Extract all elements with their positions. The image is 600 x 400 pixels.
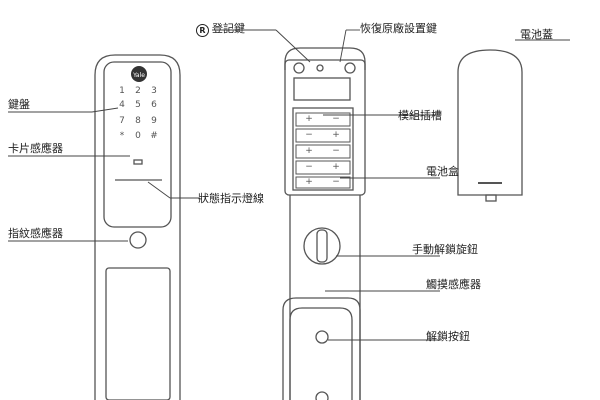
polarity-mark: − (332, 114, 340, 124)
touch-sensor-label: 觸摸感應器 (426, 278, 481, 291)
register-key-text: 登記鍵 (212, 22, 245, 35)
polarity-mark: + (305, 177, 313, 187)
key-star[interactable]: * (119, 131, 125, 141)
unlock-button-label: 解鎖按鈕 (426, 330, 470, 343)
polarity-mark: − (332, 177, 340, 187)
polarity-mark: − (332, 146, 340, 156)
polarity-mark: + (332, 130, 340, 140)
polarity-mark: − (305, 130, 313, 140)
key-2[interactable]: 2 (135, 86, 141, 96)
interior-body (282, 47, 366, 400)
battery-cover (457, 49, 523, 202)
key-8[interactable]: 8 (135, 116, 141, 126)
key-5[interactable]: 5 (135, 100, 141, 110)
battery-cells (295, 112, 351, 189)
module-slot-label: 模組插槽 (398, 109, 442, 122)
key-6[interactable]: 6 (151, 100, 157, 110)
key-0[interactable]: 0 (135, 131, 141, 141)
yale-logo-icon (131, 66, 147, 82)
register-symbol-icon: R (196, 24, 209, 37)
reset-key-label: 恢復原廠設置鍵 (360, 22, 437, 35)
front-panel (94, 54, 181, 400)
battery-box-label: 電池盒 (426, 165, 459, 178)
logo-text: Yale (132, 72, 145, 79)
status-light-label: 狀態指示燈線 (198, 192, 264, 205)
key-hash[interactable]: # (150, 131, 158, 141)
card-sensor-label: 卡片感應器 (8, 142, 63, 155)
fingerprint-sensor-label: 指紋感應器 (8, 227, 63, 240)
keypad-label: 鍵盤 (8, 98, 30, 111)
leader-lines (8, 29, 570, 341)
polarity-mark: − (305, 162, 313, 172)
polarity-mark: + (332, 162, 340, 172)
battery-cover-label: 電池蓋 (520, 28, 553, 41)
key-4[interactable]: 4 (119, 100, 125, 110)
polarity-mark: + (305, 146, 313, 156)
key-9[interactable]: 9 (151, 116, 157, 126)
key-3[interactable]: 3 (151, 86, 157, 96)
polarity-mark: + (305, 114, 313, 124)
key-7[interactable]: 7 (119, 116, 125, 126)
key-1[interactable]: 1 (119, 86, 125, 96)
manual-knob-label: 手動解鎖旋鈕 (412, 243, 478, 256)
